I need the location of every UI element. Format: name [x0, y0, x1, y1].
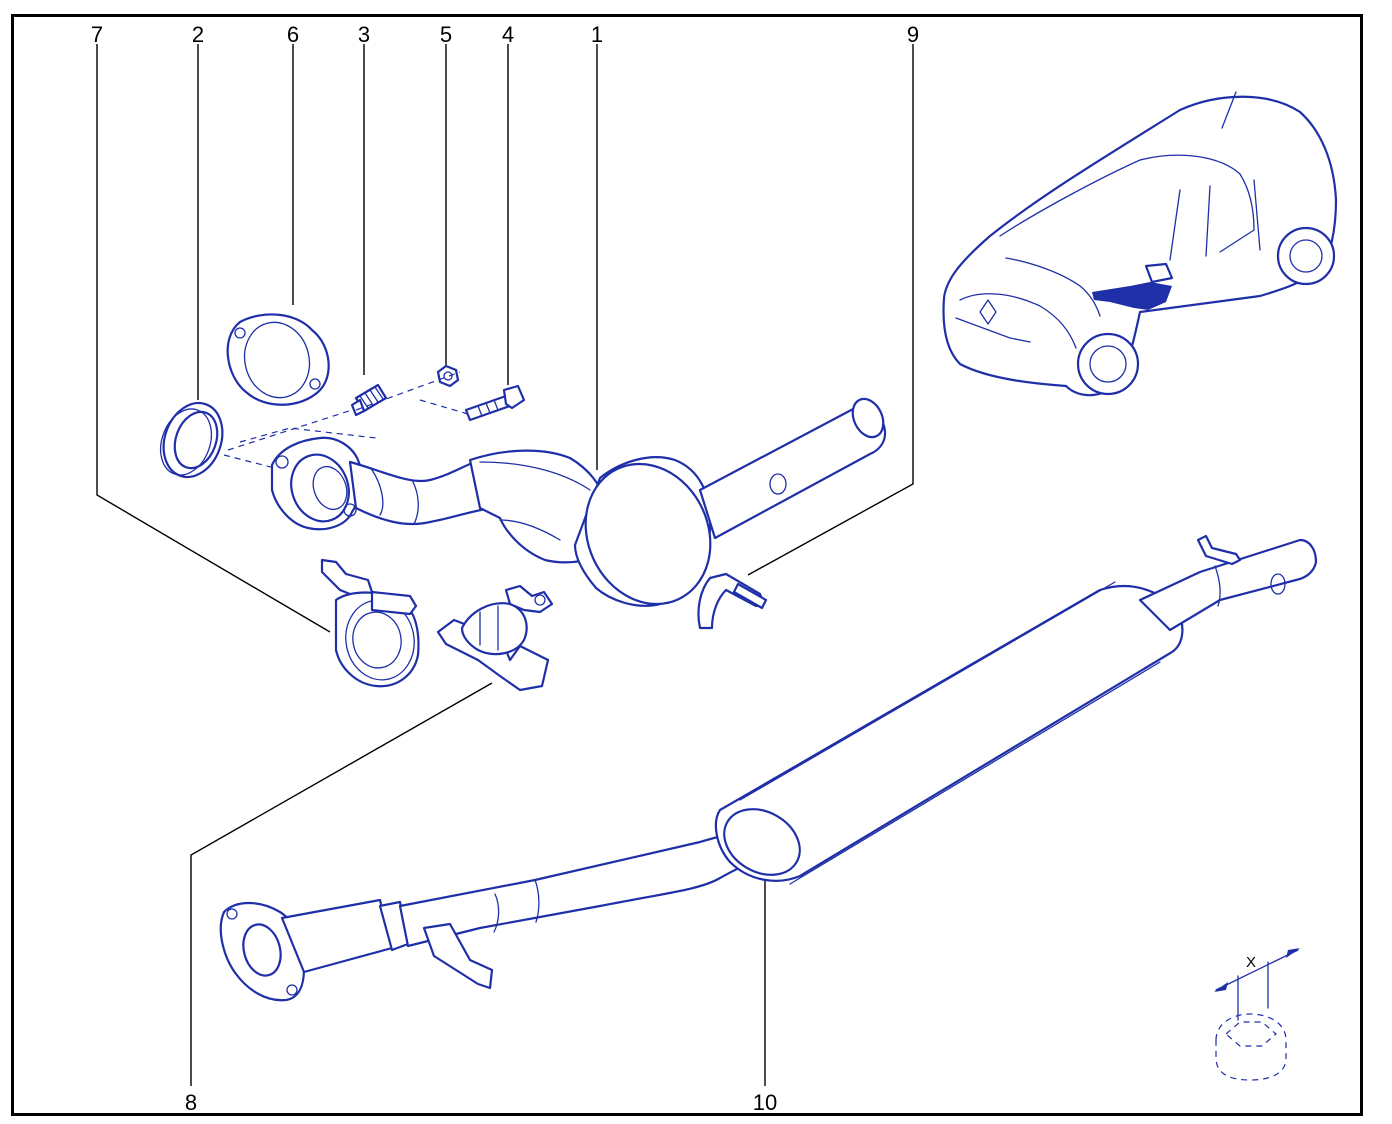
callout-9: 9 [907, 22, 919, 47]
exhaust-location-highlight [1092, 282, 1172, 310]
leader-lines [96, 44, 914, 1086]
stud [350, 383, 388, 417]
leader-9 [747, 44, 914, 576]
flange-gasket [226, 313, 330, 406]
silencer-rear-pipe [219, 534, 1318, 1002]
callout-8: 8 [185, 1090, 197, 1115]
vehicle-location-thumbnail [942, 91, 1338, 397]
nut [436, 364, 460, 388]
callout-6: 6 [287, 22, 299, 47]
callout-4: 4 [502, 22, 514, 47]
callout-10: 10 [753, 1090, 777, 1115]
callout-3: 3 [358, 22, 370, 47]
sensor-tube [697, 572, 768, 630]
oxygen-sensor-downstream [436, 584, 554, 692]
callout-1: 1 [591, 22, 603, 47]
nut-width-symbol: X [1214, 948, 1300, 1081]
sealing-ring [159, 401, 224, 479]
width-x-label: X [1246, 954, 1256, 971]
callout-2: 2 [192, 22, 204, 47]
callout-7: 7 [91, 22, 103, 47]
catalytic-converter [270, 397, 887, 607]
oxygen-sensor-upstream [320, 558, 420, 688]
callout-labels: 7 2 6 3 5 4 1 9 8 10 [91, 22, 919, 1115]
leader-8 [190, 682, 493, 1086]
callout-5: 5 [440, 22, 452, 47]
leader-7 [96, 44, 331, 633]
bolt [464, 384, 526, 422]
